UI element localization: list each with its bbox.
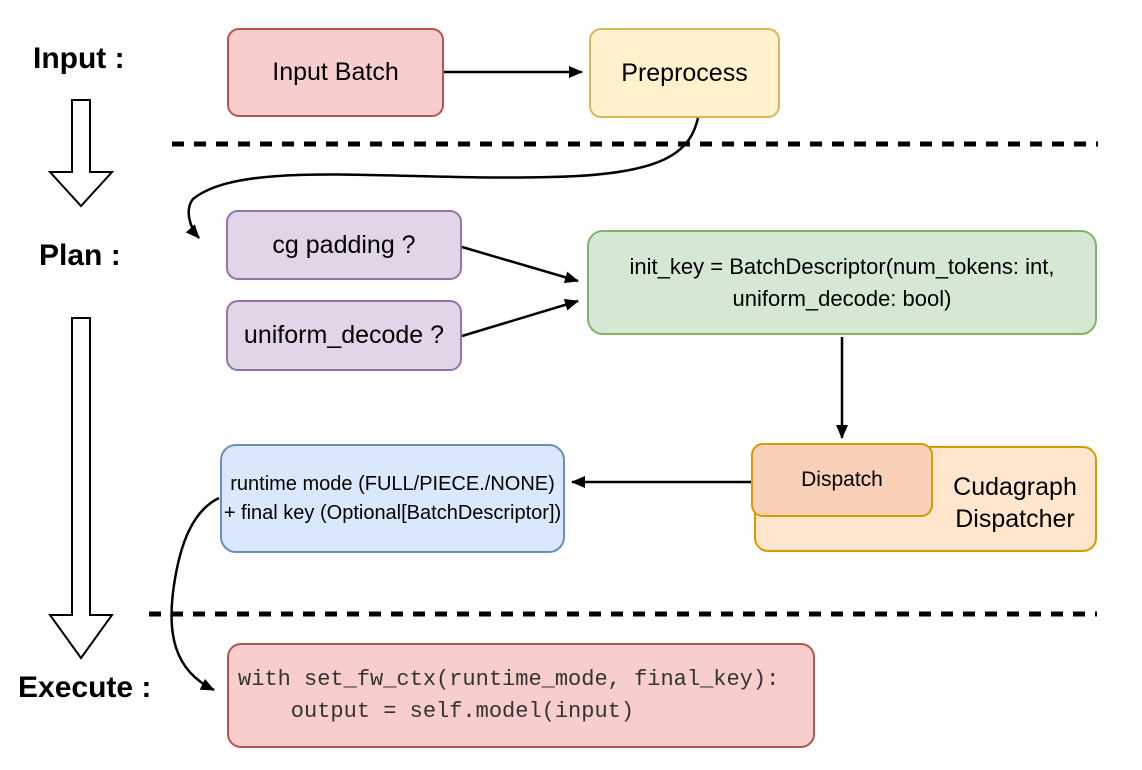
node-preprocess: Preprocess [589,28,780,118]
section-label-execute: Execute : [18,671,152,704]
node-preprocess-label: Preprocess [621,58,748,87]
node-input-batch-label: Input Batch [272,58,399,86]
node-dispatch-label: Dispatch [801,468,883,491]
connector-uniform-decode-to-init-key [461,299,579,338]
node-runtime-mode-line2: + final key (Optional[BatchDescriptor]) [223,501,562,524]
connector-cg-padding-to-init-key [461,245,579,284]
input-down-arrow-icon [47,99,115,208]
node-cg-padding-label: cg padding ? [272,230,416,259]
node-uniform-decode: uniform_decode ? [226,300,462,371]
node-cg-padding: cg padding ? [226,210,462,280]
node-runtime-mode-line1: runtime mode (FULL/PIECE./NONE) [230,472,555,495]
node-dispatch: Dispatch [751,443,933,517]
section-label-input: Input : [33,42,125,75]
node-init-key-line2: uniform_decode: bool) [732,285,952,311]
node-init-key: init_key = BatchDescriptor(num_tokens: i… [587,230,1097,335]
node-execute-code: with set_fw_ctx(runtime_mode, final_key)… [227,643,815,748]
execute-code-line2: output = self.model(input) [238,698,635,724]
execute-code-line1: with set_fw_ctx(runtime_mode, final_key)… [238,667,780,693]
connector-runtime-mode-to-execute-code [170,496,220,692]
plan-down-arrow-icon [48,317,114,660]
node-cudagraph-dispatcher-label: Cudagraph Dispatcher [953,472,1077,534]
section-label-plan: Plan : [39,239,121,272]
node-runtime-mode: runtime mode (FULL/PIECE./NONE) + final … [220,444,565,553]
node-init-key-line1: init_key = BatchDescriptor(num_tokens: i… [629,253,1055,279]
node-input-batch: Input Batch [227,28,444,117]
node-uniform-decode-label: uniform_decode ? [243,321,445,349]
